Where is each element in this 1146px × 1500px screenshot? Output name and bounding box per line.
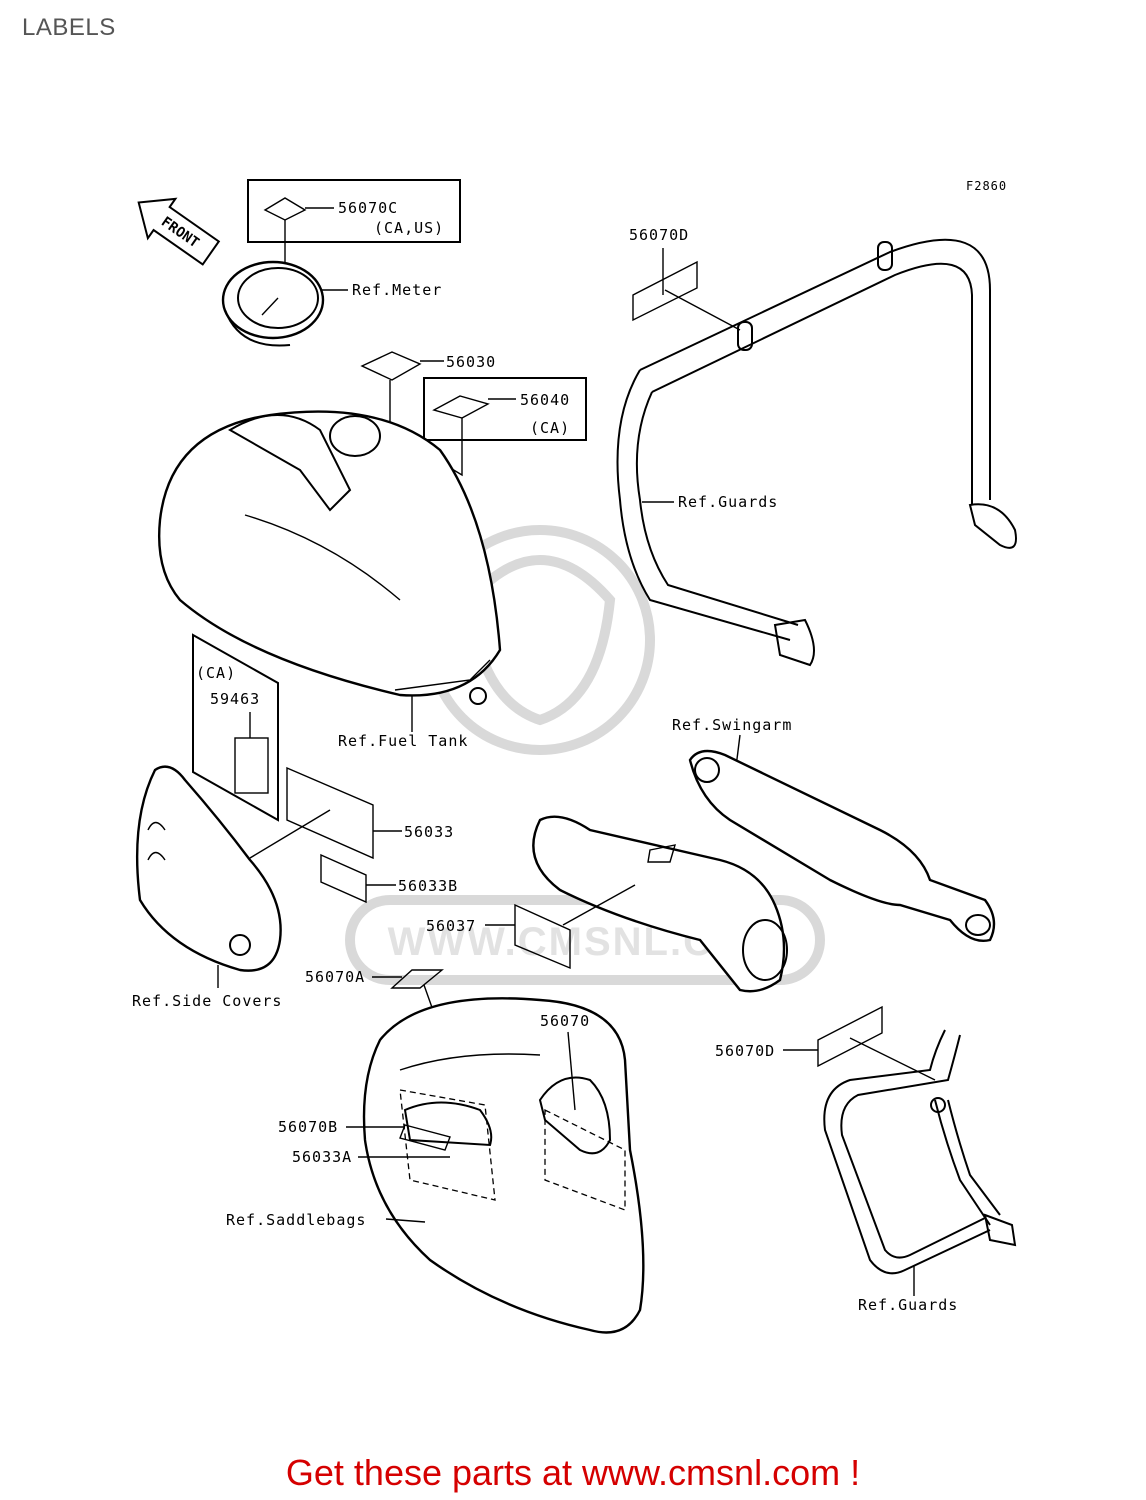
label-56030: 56030 <box>446 353 496 371</box>
label-ref-side-covers: Ref.Side Covers <box>132 992 282 1010</box>
part-56070B: 56070B <box>278 1118 451 1151</box>
label-59463: 59463 <box>210 690 260 708</box>
front-arrow-label: FRONT <box>158 214 202 251</box>
meter-drawing: Ref.Meter <box>221 260 442 347</box>
side-cover-drawing: Ref.Side Covers <box>132 765 282 1010</box>
label-56033: 56033 <box>404 823 454 841</box>
part-56033A: 56033A <box>292 1148 450 1166</box>
part-56070C: 56070C (CA,US) <box>247 179 461 290</box>
bottom-guard-drawing <box>823 1029 1017 1275</box>
label-ref-saddlebags: Ref.Saddlebags <box>226 1211 366 1229</box>
label-56070D-bottom: 56070D <box>715 1042 775 1060</box>
parts-diagram: WWW.CMSNL.COM F2860 FRONT 56070C (CA,US)… <box>132 179 1017 1334</box>
page-title: LABELS <box>22 14 116 41</box>
swingarm-drawing: Ref.Swingarm <box>532 716 996 993</box>
part-56033B: 56033B <box>320 853 458 904</box>
label-ref-fuel-tank: Ref.Fuel Tank <box>338 732 468 750</box>
label-56070: 56070 <box>540 1012 590 1030</box>
label-56070C: 56070C <box>338 199 398 217</box>
label-56040: 56040 <box>520 391 570 409</box>
label-ca-note: (CA) <box>196 664 236 682</box>
part-56070D-top: 56070D <box>629 226 741 331</box>
label-56070A: 56070A <box>305 968 365 986</box>
label-ref-swingarm: Ref.Swingarm <box>672 716 792 734</box>
cta-link[interactable]: Get these parts at www.cmsnl.com ! <box>285 1452 861 1493</box>
part-56070D-bottom: 56070D <box>715 1005 936 1081</box>
label-ref-guards-bottom: Ref.Guards <box>858 1296 958 1314</box>
label-ref-meter: Ref.Meter <box>352 281 442 299</box>
part-56033: 56033 <box>249 766 454 860</box>
label-56070D-top: 56070D <box>629 226 689 244</box>
label-56070C-note: (CA,US) <box>374 219 444 237</box>
label-56037: 56037 <box>426 917 476 935</box>
part-59463: (CA) 59463 <box>192 633 279 822</box>
figure-code: F2860 <box>966 179 1007 193</box>
label-56033B: 56033B <box>398 877 458 895</box>
label-56033A: 56033A <box>292 1148 352 1166</box>
part-56070: 56070 <box>540 1012 590 1111</box>
top-guard-drawing <box>616 238 1017 667</box>
label-56040-note: (CA) <box>530 419 570 437</box>
saddlebag-drawing <box>362 997 645 1334</box>
label-ref-guards-top: Ref.Guards <box>678 493 778 511</box>
part-56037: 56037 <box>426 884 636 970</box>
fuel-tank-drawing: Ref.Fuel Tank <box>158 410 502 750</box>
label-56070B: 56070B <box>278 1118 338 1136</box>
front-arrow-icon: FRONT <box>137 197 221 266</box>
